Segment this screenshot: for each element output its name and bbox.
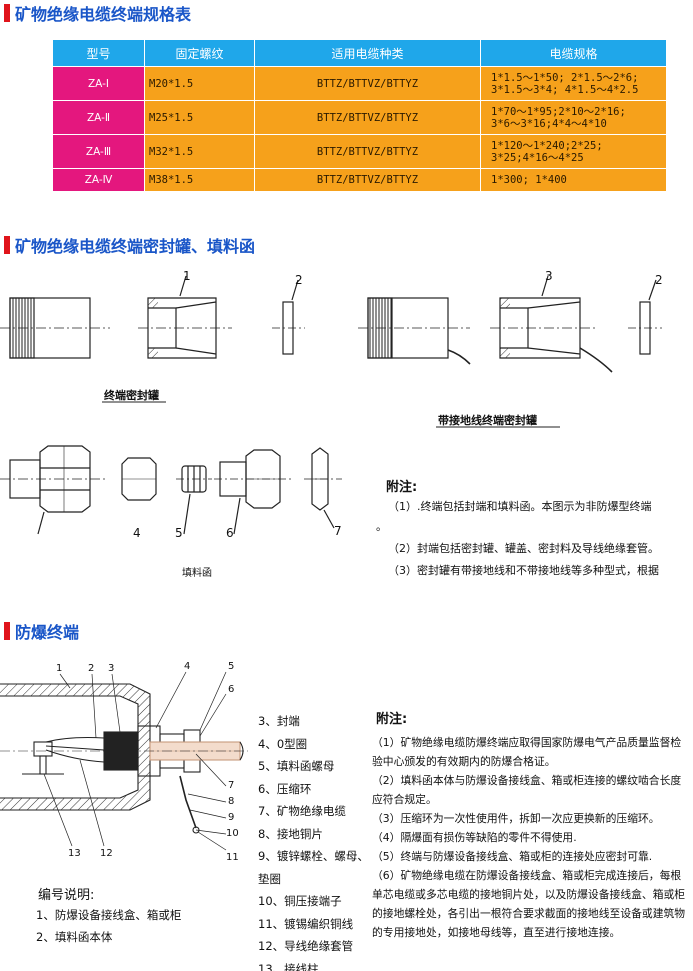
- cell-model: ZA-Ⅲ: [52, 134, 145, 169]
- note-line: （3）密封罐有带接地线和不带接地线等多种型式，根据: [388, 564, 659, 577]
- header-cable-spec: 电缆规格: [480, 39, 667, 67]
- cell-cable: BTTZ/BTTVZ/BTTYZ: [254, 134, 481, 169]
- header-cable-type: 适用电缆种类: [254, 39, 481, 67]
- cell-thread: M38*1.5: [144, 168, 255, 192]
- cell-cable: BTTZ/BTTVZ/BTTYZ: [254, 100, 481, 135]
- list-item: 6、压缩环: [258, 781, 312, 796]
- table-row: ZA-Ⅰ M20*1.5 BTTZ/BTTVZ/BTTYZ 1*1.5～1*50…: [52, 66, 667, 101]
- callout-number: 1: [56, 663, 63, 674]
- callout-number: 13: [68, 848, 81, 859]
- title-marker: [4, 622, 10, 640]
- header-model: 型号: [52, 39, 145, 67]
- part-number: 1: [183, 269, 191, 283]
- header-thread: 固定螺纹: [144, 39, 255, 67]
- can-lid-1: [147, 297, 217, 359]
- cell-spec: 1*70～1*95;2*10～2*16;3*6～3*16;4*4～4*10: [480, 100, 667, 135]
- spec-table: 型号 固定螺纹 适用电缆种类 电缆规格 ZA-Ⅰ M20*1.5 BTTZ/BT…: [52, 39, 667, 192]
- note-paragraph: （1）矿物绝缘电缆防爆终端应取得国家防爆电气产品质量监督检验中心颁发的有效期内的…: [372, 736, 682, 768]
- notes-block: （1）矿物绝缘电缆防爆终端应取得国家防爆电气产品质量监督检验中心颁发的有效期内的…: [372, 733, 690, 942]
- list-item: 4、0型圈: [258, 736, 308, 751]
- note-paragraph: （3）压缩环为一次性使用件，拆卸一次应更换新的压缩环。: [372, 812, 660, 825]
- callout-number: 3: [108, 663, 115, 674]
- list-item: 12、导线绝缘套管: [258, 939, 354, 953]
- part-number: 3: [545, 269, 553, 283]
- notes-title-2: 附注:: [376, 712, 408, 727]
- explosion-proof-drawing: [0, 671, 248, 851]
- cell-cable: BTTZ/BTTVZ/BTTYZ: [254, 66, 481, 101]
- table-row: ZA-Ⅳ M38*1.5 BTTZ/BTTVZ/BTTYZ 1*300; 1*4…: [52, 168, 667, 192]
- caption-sealing-can: 终端密封罐: [104, 389, 159, 402]
- list-item: 13、接线柱: [258, 961, 319, 971]
- gland-body-4: [0, 445, 106, 535]
- part-number: 2: [655, 273, 663, 287]
- legend-title: 编号说明:: [38, 888, 95, 903]
- note-line: 。: [376, 520, 387, 533]
- note-line: （1）.终端包括封端和填料函。本图示为非防爆型终端: [388, 500, 652, 513]
- caption-gland: 填料函: [182, 568, 212, 579]
- list-item: 垫圈: [258, 871, 281, 886]
- callout-number: 9: [228, 812, 235, 823]
- callout-number: 5: [228, 661, 235, 672]
- list-item: 1、防爆设备接线盒、箱或柜: [36, 908, 182, 922]
- list-item: 3、封端: [258, 714, 300, 728]
- list-item: 7、矿物绝缘电缆: [258, 804, 346, 818]
- part-number: 6: [226, 526, 234, 540]
- callout-number: 7: [228, 780, 235, 791]
- note-paragraph: （5）终端与防爆设备接线盒、箱或柜的连接处应密封可靠.: [372, 850, 653, 863]
- list-item: 10、铜压接端子: [258, 894, 342, 908]
- parts-list: 3、封端 4、0型圈 5、填料函螺母 6、压缩环 7、矿物绝缘电缆 8、接地铜片…: [258, 710, 369, 971]
- compression-ring-6: [214, 449, 292, 535]
- cell-thread: M25*1.5: [144, 100, 255, 135]
- title-marker: [4, 236, 10, 254]
- part-number: 5: [175, 526, 183, 540]
- cell-thread: M32*1.5: [144, 134, 255, 169]
- table-row: ZA-Ⅱ M25*1.5 BTTZ/BTTVZ/BTTYZ 1*70～1*95;…: [52, 100, 667, 135]
- callout-number: 2: [88, 663, 95, 674]
- legend-list: 1、防爆设备接线盒、箱或柜 2、填料函本体: [36, 904, 181, 948]
- cell-cable: BTTZ/BTTVZ/BTTYZ: [254, 168, 481, 192]
- list-item: 9、镀锌螺栓、螺母、: [258, 849, 369, 863]
- cell-model: ZA-Ⅳ: [52, 168, 145, 192]
- can-lid-2: [499, 297, 581, 359]
- table-row: ZA-Ⅲ M32*1.5 BTTZ/BTTVZ/BTTYZ 1*120～1*24…: [52, 134, 667, 169]
- callout-number: 6: [228, 684, 235, 695]
- part-number: 4: [133, 526, 141, 540]
- callout-number: 10: [226, 828, 239, 839]
- cell-spec: 1*120～1*240;2*25;3*25;4*16～4*25: [480, 134, 667, 169]
- list-item: 8、接地铜片: [258, 826, 323, 841]
- gland-nut-7: [304, 447, 342, 529]
- callout-number: 12: [100, 848, 113, 859]
- sealing-can-drawing: [0, 275, 662, 535]
- list-item: 5、填料函螺母: [258, 759, 335, 773]
- note-line: （2）封端包括密封罐、罐盖、密封料及导线绝缘套管。: [388, 542, 659, 555]
- o-ring-5: [121, 457, 212, 535]
- list-item: 11、镀锡编织铜线: [258, 916, 354, 931]
- cell-spec: 1*300; 1*400: [480, 168, 667, 192]
- notes-title-1: 附注:: [386, 480, 418, 495]
- section-title-explosion-proof: 防爆终端: [4, 620, 79, 642]
- cell-spec: 1*1.5～1*50; 2*1.5～2*6;3*1.5～3*4; 4*1.5～4…: [480, 66, 667, 101]
- section-title-spec-table: 矿物绝缘电缆终端规格表: [4, 2, 191, 24]
- table-header-row: 型号 固定螺纹 适用电缆种类 电缆规格: [52, 39, 667, 67]
- callout-number: 8: [228, 796, 235, 807]
- section-title-sealing: 矿物绝缘电缆终端密封罐、填料函: [4, 234, 255, 256]
- callout-number: 11: [226, 852, 239, 863]
- part-number: 2: [295, 273, 303, 287]
- note-paragraph: （4）隔爆面有损伤等缺陷的零件不得使用.: [372, 831, 577, 844]
- callout-number: 4: [184, 661, 191, 672]
- cell-model: ZA-Ⅰ: [52, 66, 145, 101]
- caption-grounded-can: 带接地线终端密封罐: [438, 414, 537, 427]
- list-item: 2、填料函本体: [36, 930, 113, 944]
- part-number: 7: [334, 524, 342, 538]
- note-paragraph: （2）填料函本体与防爆设备接线盒、箱或柜连接的螺纹啮合长度应符合规定。: [372, 774, 682, 806]
- note-paragraph: （6）矿物绝缘电缆在防爆设备接线盒、箱或柜完成连接后，每根单芯电缆或多芯电缆的接…: [372, 869, 686, 939]
- cell-thread: M20*1.5: [144, 66, 255, 101]
- cell-model: ZA-Ⅱ: [52, 100, 145, 135]
- title-marker: [4, 4, 10, 22]
